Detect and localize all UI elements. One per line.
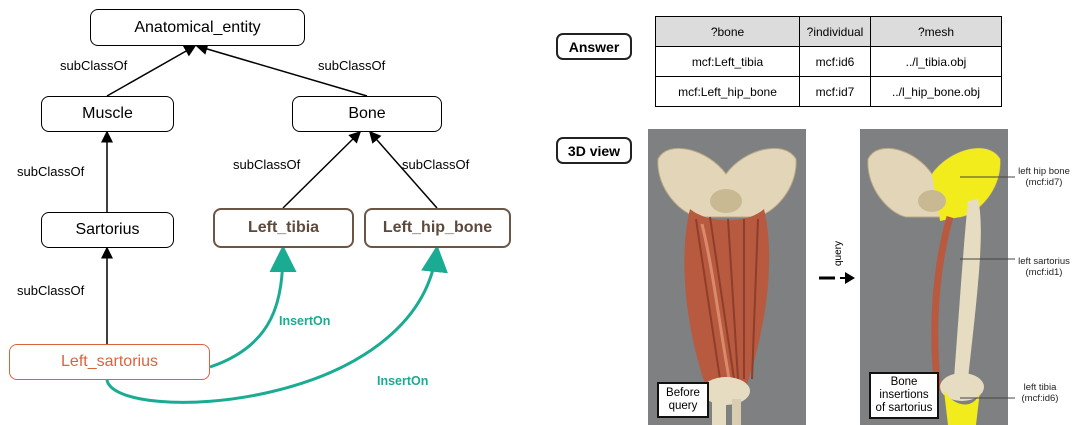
node-muscle: Muscle (41, 96, 174, 132)
before-query-image (648, 129, 806, 425)
table-cell: ../l_tibia.obj (871, 47, 1002, 77)
query-arrow-icon (817, 268, 857, 288)
node-bone: Bone (292, 96, 442, 132)
edge-label-muscle-sub: subClassOf (60, 58, 127, 73)
insert-label-tibia: InsertOn (279, 314, 330, 328)
callout-lines (960, 150, 1020, 410)
view3d-tag: 3D view (556, 137, 632, 164)
edge-label-sartorius-sub: subClassOf (17, 164, 84, 179)
callout-line: (mcf:id1) (1010, 267, 1078, 278)
answer-header-row: ?bone ?individual ?mesh (656, 17, 1002, 47)
callout-sartorius: left sartorius (mcf:id1) (1010, 256, 1078, 278)
edge-label-bone-sub: subClassOf (318, 58, 385, 73)
node-anatomical-entity: Anatomical_entity (90, 9, 305, 46)
answer-table: ?bone ?individual ?mesh mcf:Left_tibia m… (655, 16, 1002, 107)
caption-line: of sartorius (871, 402, 937, 415)
answer-tag: Answer (556, 33, 632, 60)
edge-label-tibia-sub: subClassOf (233, 157, 300, 172)
table-row: mcf:Left_hip_bone mcf:id7 ../l_hip_bone.… (656, 77, 1002, 107)
table-cell: mcf:id6 (800, 47, 871, 77)
table-cell: mcf:Left_hip_bone (656, 77, 800, 107)
node-sartorius: Sartorius (41, 212, 174, 248)
edge-label-left-sartorius-sub: subClassOf (17, 283, 84, 298)
callout-line: left hip bone (1010, 166, 1078, 177)
caption-line: insertions (871, 389, 937, 402)
edge-label-hip-sub: subClassOf (402, 157, 469, 172)
caption-line: Bone (871, 376, 937, 389)
table-cell: mcf:Left_tibia (656, 47, 800, 77)
table-cell: mcf:id7 (800, 77, 871, 107)
table-row: mcf:Left_tibia mcf:id6 ../l_tibia.obj (656, 47, 1002, 77)
callout-line: (mcf:id6) (1006, 393, 1074, 404)
answer-col-mesh: ?mesh (871, 17, 1002, 47)
query-label: query (833, 241, 844, 266)
leg-muscles-illustration (648, 129, 806, 425)
callout-line: left tibia (1006, 382, 1074, 393)
callout-tibia: left tibia (mcf:id6) (1006, 382, 1074, 404)
callout-line: left sartorius (1010, 256, 1078, 267)
node-left-tibia: Left_tibia (213, 208, 354, 248)
node-left-sartorius: Left_sartorius (9, 344, 210, 380)
table-cell: ../l_hip_bone.obj (871, 77, 1002, 107)
callout-hip: left hip bone (mcf:id7) (1010, 166, 1078, 188)
after-query-caption: Bone insertions of sartorius (869, 372, 939, 419)
caption-line: Before (659, 387, 707, 400)
caption-line: query (659, 400, 707, 413)
answer-col-bone: ?bone (656, 17, 800, 47)
insert-edge-tibia (210, 248, 283, 367)
before-query-caption: Before query (657, 382, 709, 418)
insert-label-hip: InsertOn (377, 374, 428, 388)
answer-col-individual: ?individual (800, 17, 871, 47)
callout-line: (mcf:id7) (1010, 177, 1078, 188)
node-left-hip-bone: Left_hip_bone (364, 208, 511, 248)
